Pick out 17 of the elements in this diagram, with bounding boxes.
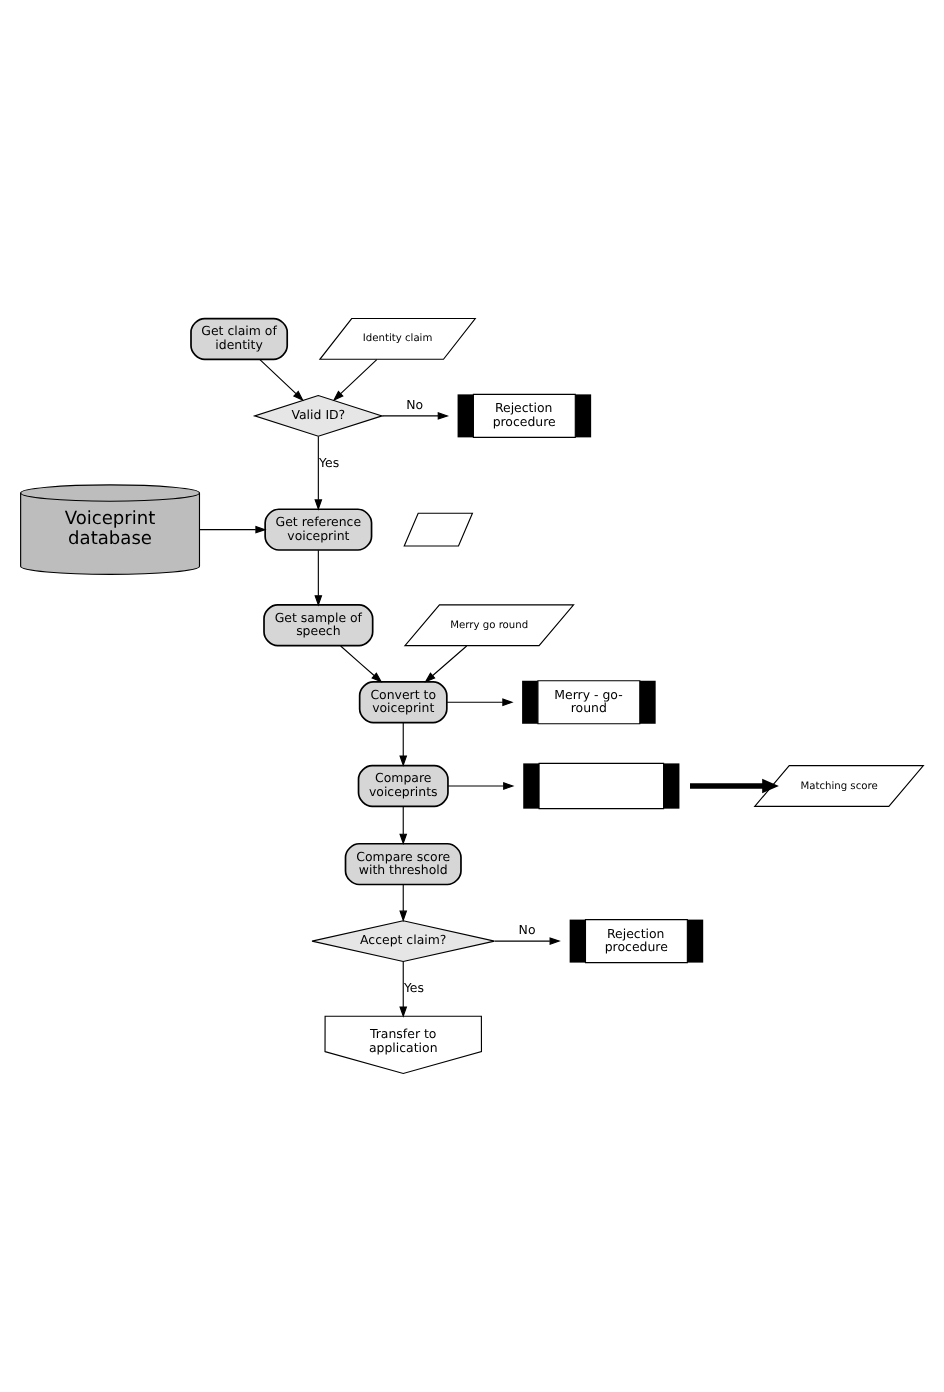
arrow [314, 435, 323, 511]
arrow [447, 782, 515, 790]
arrow [399, 806, 408, 845]
arrow [446, 698, 514, 707]
arrow [424, 645, 468, 683]
arrow [314, 549, 323, 607]
arrow [399, 884, 408, 922]
arrow [332, 359, 378, 402]
arrow [381, 411, 450, 420]
arrow [494, 937, 561, 946]
node-parallelogram [403, 512, 474, 547]
arrow [399, 722, 408, 767]
arrow [340, 645, 383, 683]
arrow [690, 778, 779, 794]
arrow [399, 961, 408, 1018]
arrow [259, 359, 304, 402]
arrow [199, 525, 267, 534]
